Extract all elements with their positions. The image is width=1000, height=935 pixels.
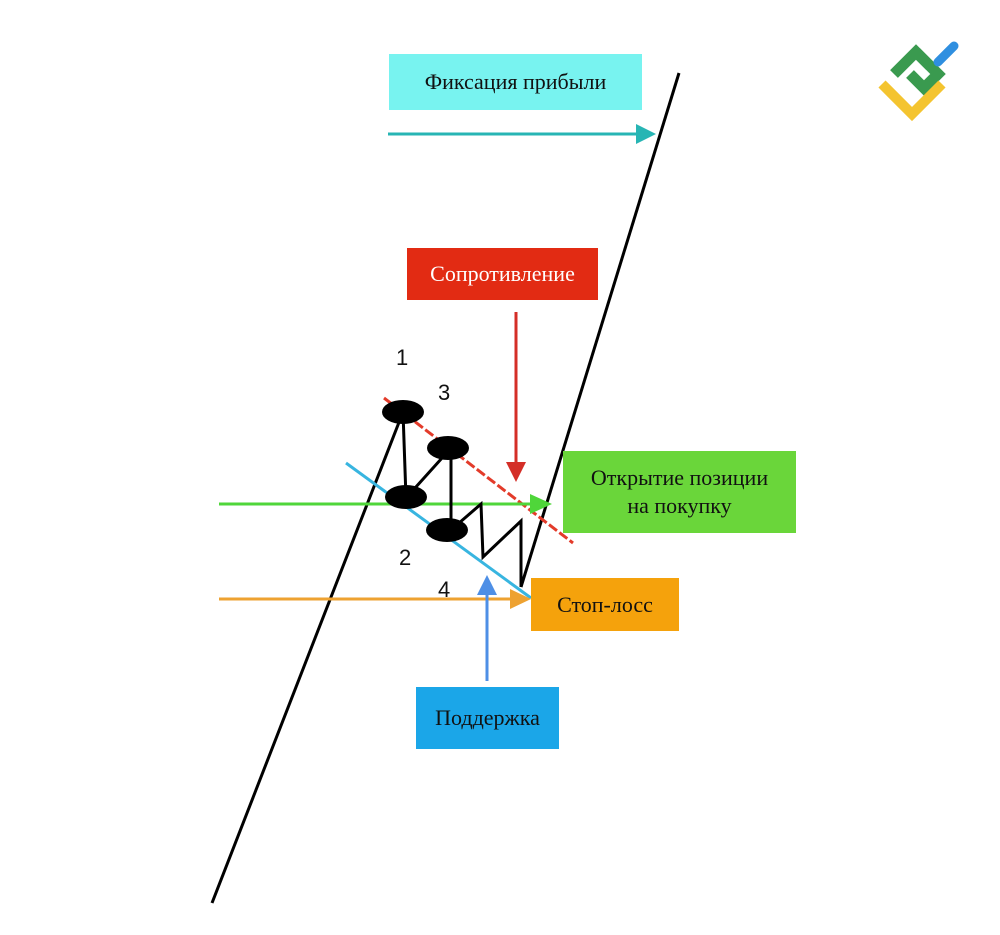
brand-logo-icon bbox=[878, 41, 959, 122]
stop-loss-label: Стоп-лосс bbox=[531, 578, 679, 631]
buy-entry-arrowhead bbox=[530, 494, 552, 514]
take-profit-arrowhead bbox=[636, 124, 656, 144]
swing-point-4 bbox=[426, 518, 468, 542]
support-arrowhead bbox=[477, 575, 497, 595]
resistance-arrowhead bbox=[506, 462, 526, 482]
buy-entry-label-line2: на покупку bbox=[627, 493, 732, 518]
resistance-label: Сопротивление bbox=[407, 248, 598, 300]
uptrend-price-line bbox=[210, 411, 405, 904]
swing-point-1 bbox=[382, 400, 424, 424]
stop-loss-arrowhead bbox=[510, 589, 531, 609]
point-label-1: 1 bbox=[396, 345, 409, 370]
buy-entry-label-line1: Открытие позиции bbox=[590, 465, 769, 490]
swing-point-2 bbox=[385, 485, 427, 509]
buy-entry-label: Открытие позиции на покупку bbox=[563, 451, 796, 533]
point-label-2: 2 bbox=[399, 545, 412, 570]
resistance-line bbox=[383, 396, 574, 545]
point-label-3: 3 bbox=[438, 380, 451, 405]
swing-point-3 bbox=[427, 436, 469, 460]
point-label-4: 4 bbox=[438, 577, 451, 602]
breakout-price-line bbox=[519, 72, 681, 588]
support-label: Поддержка bbox=[416, 687, 559, 749]
take-profit-label: Фиксация прибыли bbox=[389, 54, 642, 110]
